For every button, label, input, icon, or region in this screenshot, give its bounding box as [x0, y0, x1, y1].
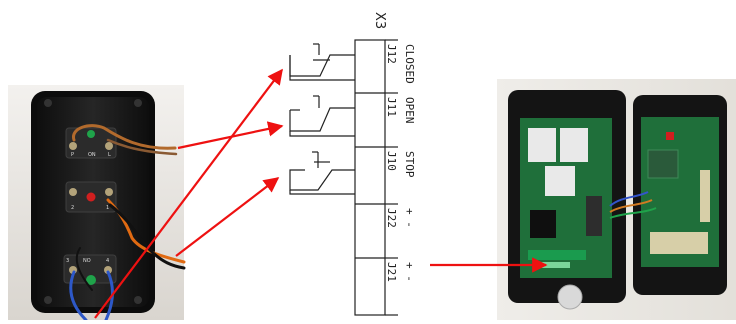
red-button-icon: [86, 192, 96, 202]
terminal-mark: ON: [88, 152, 96, 158]
terminal-mark: 1: [106, 205, 109, 211]
arrows: [94, 68, 548, 319]
terminal-block: [354, 39, 386, 316]
wires: [69, 124, 186, 322]
terminal-function-label: STOP: [403, 151, 416, 178]
terminal-pin-label: J22: [385, 208, 398, 228]
terminal-function-label: + -: [403, 262, 416, 282]
terminal-labels: J12 CLOSED J11 OPEN J10 STOP J22 + - J21 + -: [385, 44, 416, 282]
switch-open-symbol: [289, 95, 355, 137]
controller-board-photo: [497, 79, 736, 320]
arrow-to-stop: [175, 177, 280, 257]
terminal-mark: NO: [83, 258, 91, 264]
push-button-box-photo: P ON L 2 1 3 NO 4: [8, 85, 186, 322]
terminal-pin-label: J11: [385, 97, 398, 117]
arrow-to-closed: [94, 68, 283, 319]
green-button-icon: [87, 130, 95, 138]
terminal-mark: P: [71, 152, 74, 158]
terminal-mark: L: [108, 152, 111, 158]
terminal-function-label: CLOSED: [403, 44, 416, 84]
terminal-pin-label: J12: [385, 44, 398, 64]
switch-closed-symbol: [289, 43, 355, 81]
terminal-pin-label: J10: [385, 151, 398, 171]
switch-stop-symbol: [289, 151, 355, 195]
terminal-pin-label: J21: [385, 262, 398, 282]
push-button-middle: 2 1: [65, 181, 117, 213]
connector-label: X3: [372, 12, 387, 29]
terminal-mark: 3: [66, 258, 69, 264]
green-button-icon: [86, 275, 96, 285]
terminal-function-label: + -: [403, 208, 416, 228]
push-button-top: P ON L: [65, 127, 117, 159]
terminal-function-label: OPEN: [403, 97, 416, 124]
schematic: [289, 39, 398, 316]
arrow-to-open: [177, 121, 284, 150]
terminal-mark: 2: [71, 205, 74, 211]
terminal-mark: 4: [106, 258, 109, 264]
